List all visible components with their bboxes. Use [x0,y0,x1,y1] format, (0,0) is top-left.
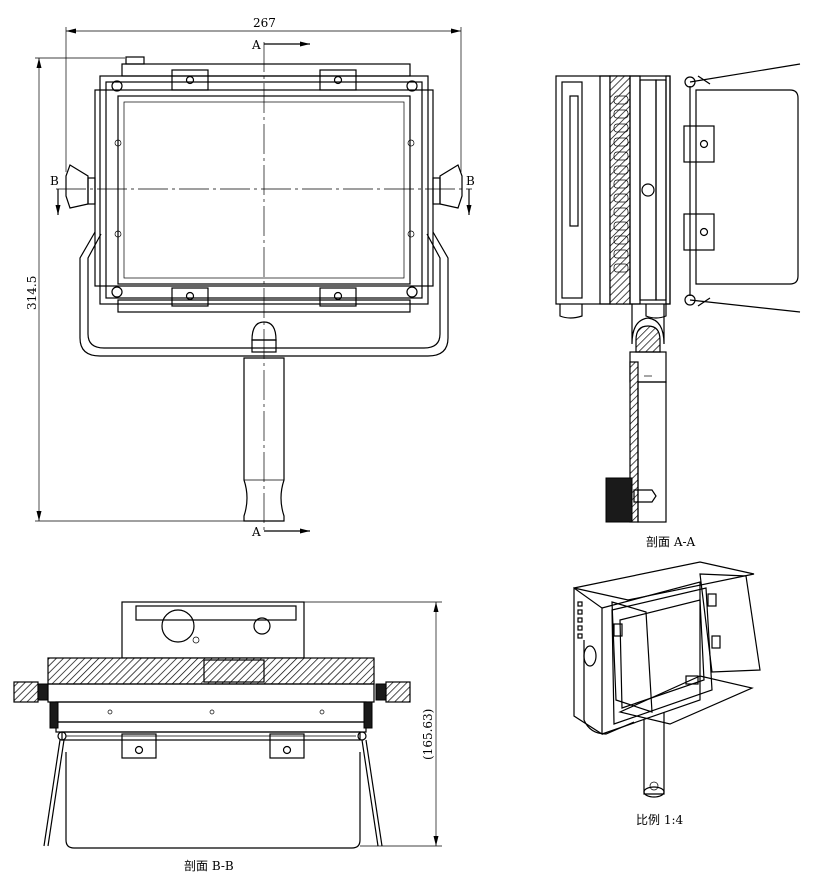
scale-caption: 比例 1:4 [636,813,683,827]
section-bb-caption: 剖面 B-B [184,859,234,873]
section-b-line: B B [50,174,475,215]
section-b-right-label: B [466,174,475,188]
height-dimension: 314.5 [25,57,250,522]
front-view: 267 314.5 A A B B [25,16,475,539]
width-dimension-label: 267 [253,16,276,30]
heatsink-fins [613,95,629,273]
section-a-line: A A [251,38,310,539]
section-bb-view: (165.63) [13,601,442,873]
section-aa-view: 剖面 A-A [555,63,801,549]
barn-door [683,63,801,313]
section-aa-caption: 剖面 A-A [646,535,696,549]
depth-dimension: (165.63) [304,601,442,847]
section-b-left-label: B [50,174,59,188]
isometric-view: 比例 1:4 [573,561,761,827]
section-a-top-label: A [251,38,261,52]
height-dimension-label: 314.5 [25,276,39,310]
width-dimension: 267 [65,16,462,172]
section-a-bottom-label: A [251,525,261,539]
depth-dimension-label: (165.63) [421,709,435,760]
